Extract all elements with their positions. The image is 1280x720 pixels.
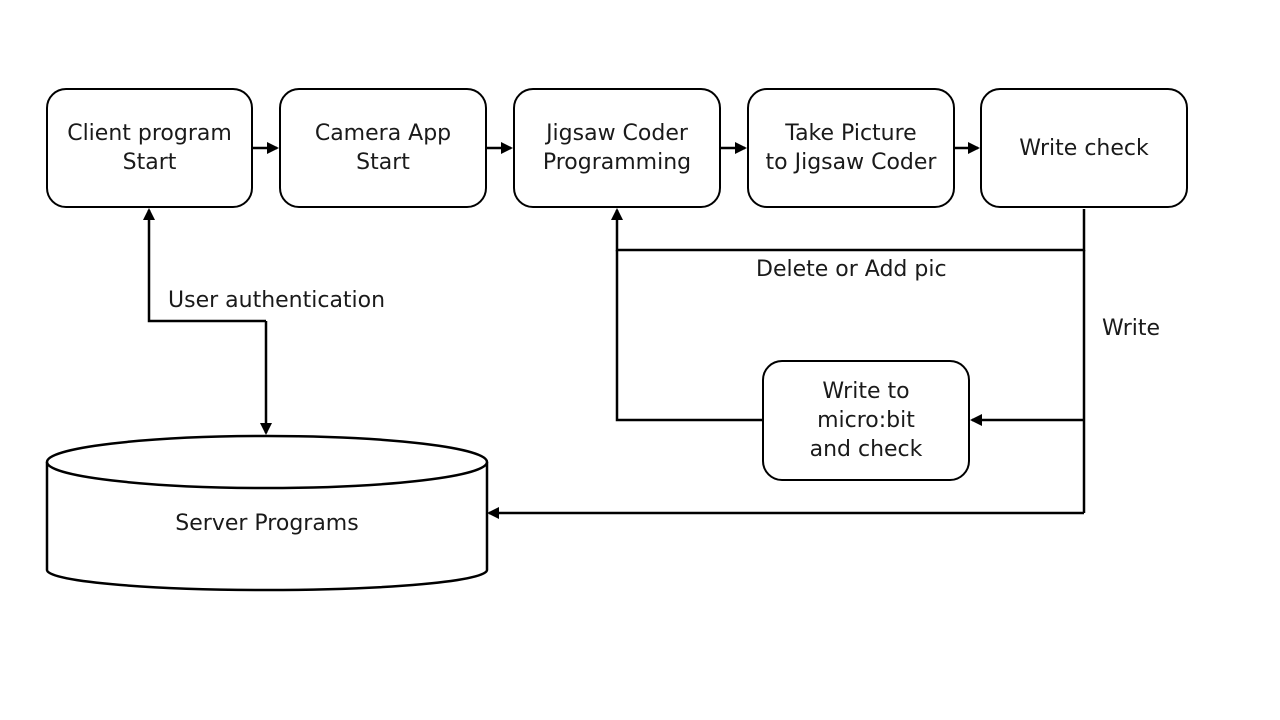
arrow-microbit-to-jigsaw (615, 250, 762, 422)
client-start-line2: Start (122, 150, 177, 175)
jigsaw-programming-line2: Programming (542, 150, 692, 175)
take-picture-line2: to Jigsaw Coder (765, 150, 937, 175)
take-picture-line1: Take Picture (785, 121, 917, 146)
server-cylinder (45, 434, 489, 592)
delete-add-label: Delete or Add pic (756, 257, 947, 282)
write-microbit-line2: micro:bit (817, 408, 915, 433)
camera-start-box: Camera App Start (279, 88, 487, 208)
client-start-line1: Client program (67, 121, 232, 146)
arrow-auth-to-client (143, 208, 266, 323)
write-microbit-line1: Write to (822, 379, 910, 404)
jigsaw-programming-line1: Jigsaw Coder (546, 121, 688, 146)
write-label: Write (1102, 316, 1161, 341)
take-picture-box: Take Picture to Jigsaw Coder (747, 88, 955, 208)
arrow-delete-add-loop (611, 208, 1086, 252)
write-microbit-line3: and check (809, 437, 923, 462)
write-check-box: Write check (980, 88, 1188, 208)
user-auth-label: User authentication (168, 288, 386, 313)
jigsaw-programming-box: Jigsaw Coder Programming (513, 88, 721, 208)
server-programs-label: Server Programs (175, 511, 359, 536)
camera-start-line2: Start (356, 150, 410, 175)
write-check-line1: Write check (1019, 135, 1149, 161)
client-start-box: Client program Start (46, 88, 253, 208)
write-microbit-box: Write to micro:bit and check (762, 360, 970, 481)
camera-start-line1: Camera App (314, 121, 452, 146)
